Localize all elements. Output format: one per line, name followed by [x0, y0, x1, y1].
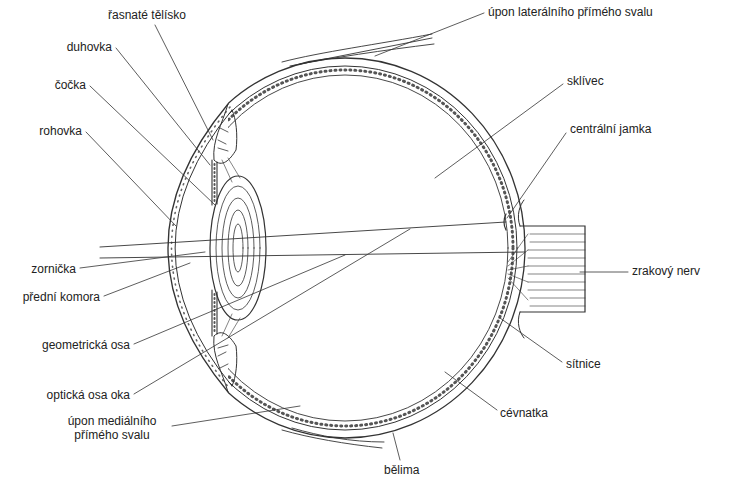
part-label: zornička: [31, 262, 76, 276]
part-label: geometrická osa: [42, 338, 130, 352]
part-label: řasnaté tělísko: [108, 8, 186, 22]
leader-lines: [80, 13, 628, 460]
part-label: sklívec: [567, 74, 604, 88]
part-label: úpon mediálního přímého svalu: [56, 414, 168, 442]
lens: [210, 176, 266, 320]
optic-nerve: [508, 200, 585, 338]
part-label: cévnatka: [500, 406, 548, 420]
ciliary-body: [214, 104, 237, 163]
part-label: úpon laterálního přímého svalu: [488, 5, 653, 19]
medial-rectus-muscle: [282, 428, 384, 448]
part-label: zrakový nerv: [632, 264, 700, 278]
part-label: duhovka: [67, 40, 112, 54]
part-label: bělima: [384, 463, 419, 477]
part-label: sítnice: [566, 357, 601, 371]
part-label: čočka: [55, 78, 86, 92]
part-label: centrální jamka: [570, 122, 651, 136]
part-label: rohovka: [39, 124, 82, 138]
part-label: optická osa oka: [47, 388, 130, 402]
eyeball-layers: [228, 58, 525, 438]
cornea: [168, 104, 228, 392]
optical-axis: [100, 222, 506, 247]
lateral-rectus-muscle: [282, 34, 434, 66]
part-label: přední komora: [23, 290, 100, 304]
